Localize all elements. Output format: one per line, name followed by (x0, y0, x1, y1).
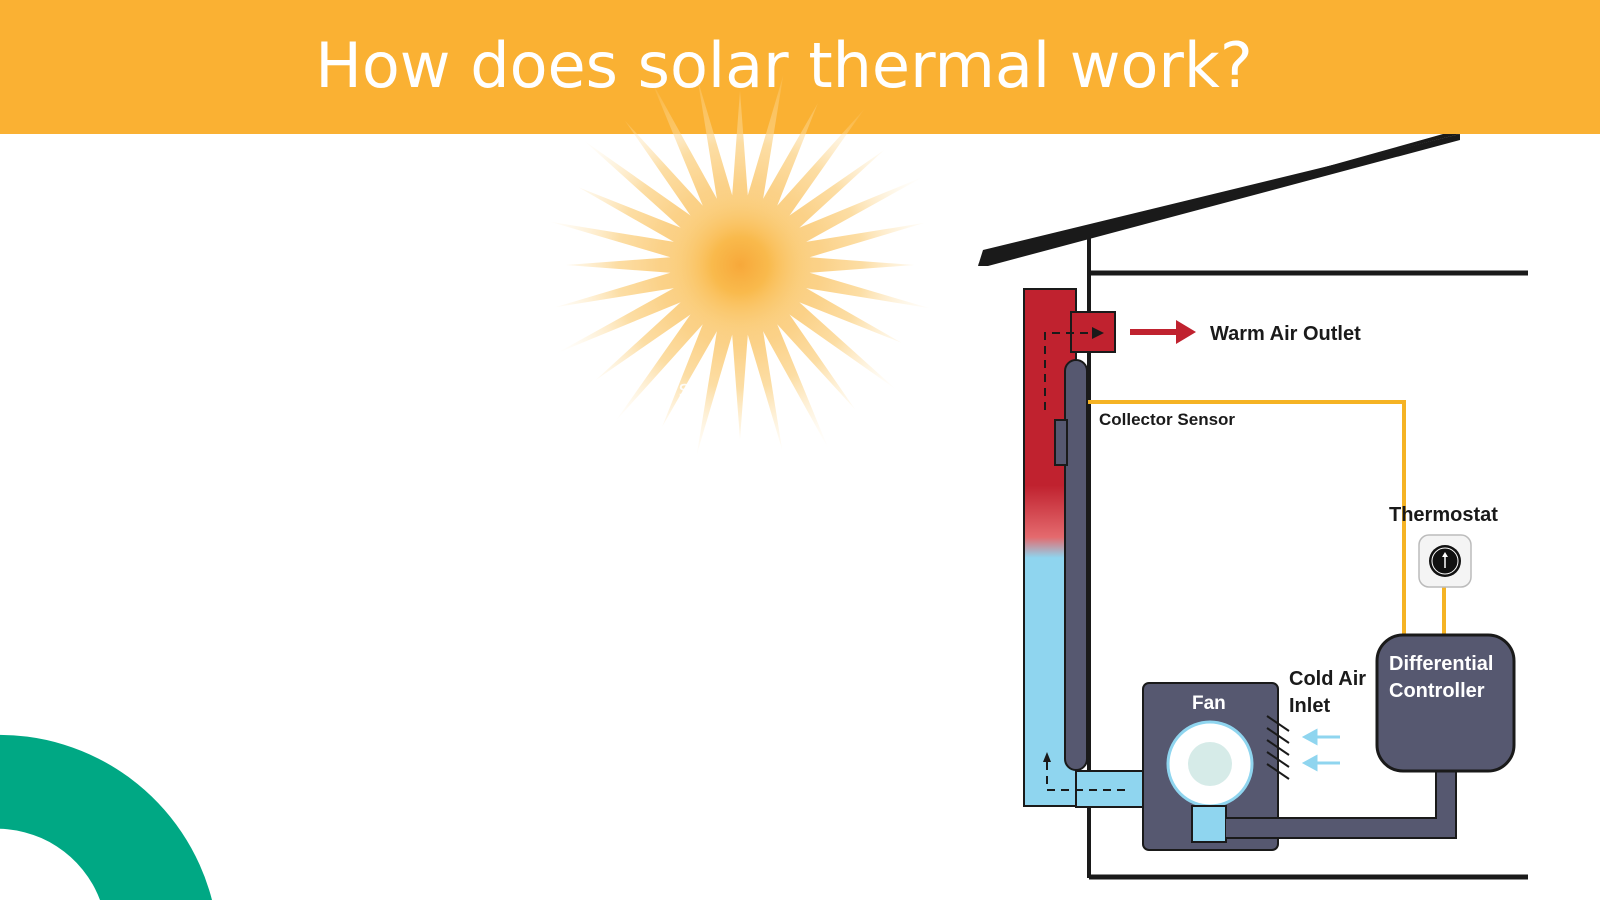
slide-title: How does solar thermal work? (315, 28, 1253, 102)
airflow-path (1044, 332, 1095, 410)
sensor-wire (1060, 400, 1406, 636)
airflow-arrow-right (1092, 327, 1104, 339)
warm-air-arrow (1130, 320, 1196, 344)
thermostat-dial-ring (1431, 547, 1459, 575)
sun-icon (550, 75, 930, 455)
faded-line-1: ays (652, 377, 690, 402)
airflow-path-bottom (1046, 760, 1125, 791)
faded-line-3: ne’s (644, 617, 690, 642)
green-arc-decoration (0, 734, 212, 900)
controller-duct-fill (1226, 770, 1455, 837)
cold-air-inlet-label-2: Inlet (1289, 695, 1330, 717)
collector-sensor (1054, 419, 1068, 466)
inlet-grille (1266, 715, 1290, 780)
title-bar: How does solar thermal work? (0, 0, 1600, 134)
cold-air-inlet-label-1: Cold Air (1289, 668, 1366, 690)
absorber-pipe (1064, 359, 1088, 771)
faded-line-2: ter or a (608, 497, 690, 522)
faded-body-text: ays ter or a ne’s (540, 290, 740, 690)
fan-hub (1188, 742, 1232, 786)
differential-controller-label-1: Differential (1389, 653, 1493, 675)
collector-sensor-label: Collector Sensor (1099, 410, 1235, 429)
differential-controller (1375, 633, 1516, 773)
thermostat-dial-tip (1442, 552, 1448, 557)
roof-line (978, 134, 1460, 266)
fan-label: Fan (1192, 693, 1226, 714)
differential-controller-label-2: Controller (1389, 680, 1485, 702)
thermostat-label: Thermostat (1389, 504, 1498, 526)
fan-duct (1191, 805, 1227, 843)
cold-air-arrows-icon (1301, 728, 1340, 772)
warm-air-outlet-label: Warm Air Outlet (1210, 323, 1361, 345)
airflow-arrow-up (1043, 752, 1051, 762)
